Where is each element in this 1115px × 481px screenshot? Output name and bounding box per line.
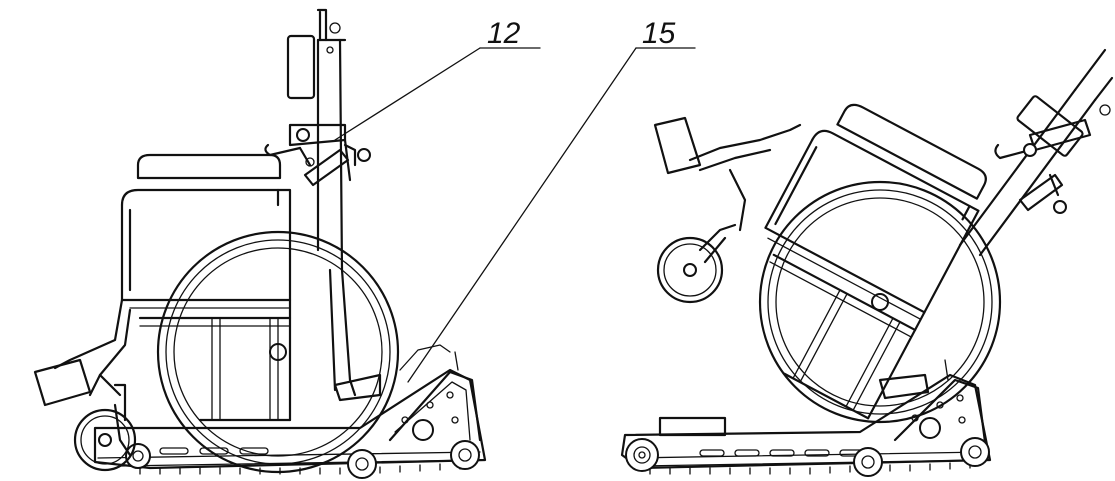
callout-12: 12 [334,17,541,141]
right-rear-wheel [758,180,1002,424]
right-footrest [653,116,802,232]
left-armrest [333,344,459,402]
left-track-unit [93,368,487,479]
callout-12-label: 12 [487,17,521,50]
callout-15-label: 15 [642,17,676,50]
callout-15: 15 [407,17,696,383]
right-chair-frame [764,103,987,420]
left-view-upright-chair [33,8,487,479]
right-armrest [878,359,949,400]
left-rear-wheel [156,230,400,474]
left-castor-wheel [73,403,137,472]
right-column [958,48,1114,257]
right-castor-wheel [656,223,737,304]
right-track-unit [620,373,992,477]
right-view-tilted-chair [620,48,1114,477]
left-column [264,8,371,397]
